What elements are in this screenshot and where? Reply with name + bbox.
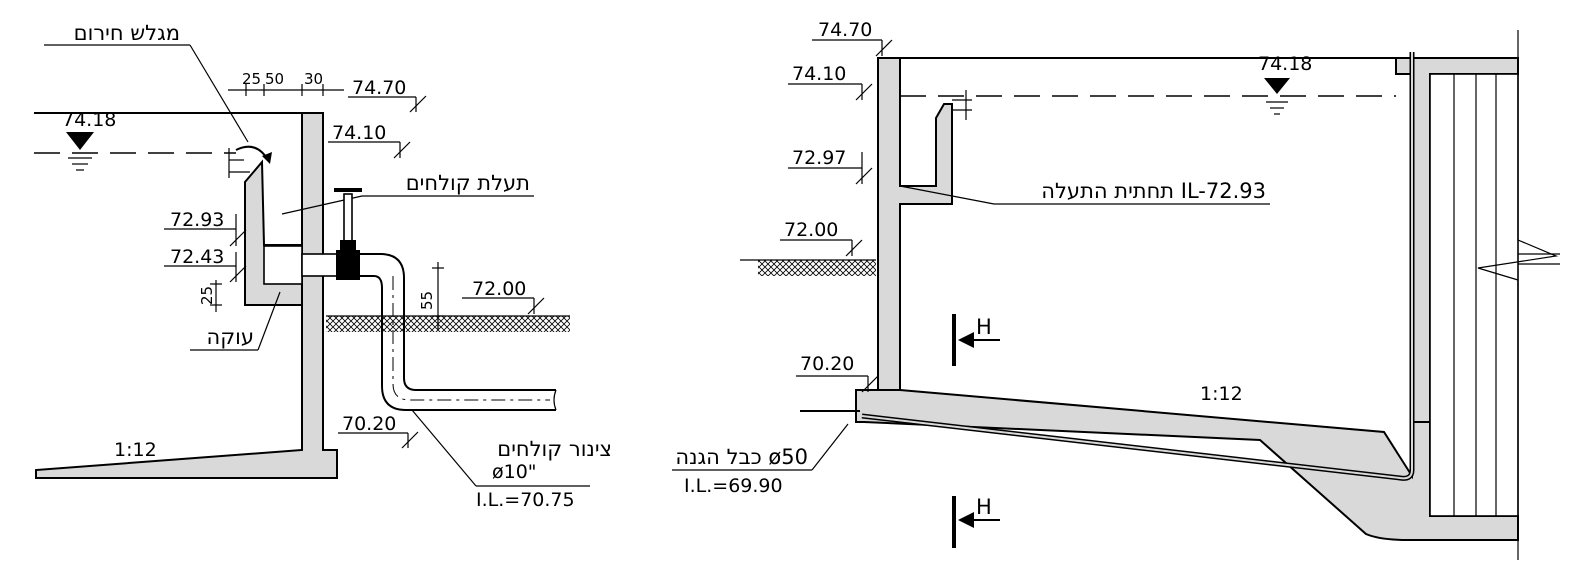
dim-30: 30 (304, 70, 323, 88)
pipe-label: צינור קולחים (497, 437, 612, 461)
dim-55: 55 (418, 291, 436, 310)
outlet-pipe-inner (360, 275, 556, 411)
left-water-level: 74.18 (62, 109, 116, 131)
valve-body-icon (336, 250, 360, 280)
dim-sump-25: 25 (198, 286, 216, 305)
left-level-7470: 74.70 (352, 77, 406, 99)
pipe-invert: I.L.=70.75 (476, 489, 575, 511)
left-level-7243: 72.43 (170, 246, 224, 268)
left-level-7200: 72.00 (472, 278, 526, 300)
break-line (1477, 30, 1559, 560)
section-mark-upper: H (952, 314, 1000, 366)
overflow-arrow-icon (235, 145, 269, 161)
channel-label: תעלת קולחים (406, 171, 530, 195)
dim-50: 50 (265, 70, 284, 88)
valve-stem (343, 193, 353, 243)
pipe-diameter: ø10" (492, 461, 537, 483)
channel-bottom-label: תחתית התעלה IL-72.93 (1041, 179, 1266, 203)
section-label-upper: H (976, 315, 992, 339)
right-water-level: 74.18 (1258, 53, 1312, 75)
left-level-7293: 72.93 (170, 209, 224, 231)
right-level-7297: 72.97 (792, 147, 846, 169)
left-wall (35, 112, 338, 479)
water-level-icon (66, 132, 94, 150)
left-ground-hatch (326, 316, 570, 332)
right-water-level-icon (1264, 78, 1290, 94)
right-level-7200: 72.00 (784, 219, 838, 241)
cable-label: כבל הגנה ø50 (675, 445, 808, 469)
cable-invert: I.L.=69.90 (684, 475, 783, 497)
right-detail: 74.18 74.70 74.10 72.97 72.00 תחתית התעל… (672, 19, 1560, 560)
section-arrow-icon (958, 512, 974, 528)
section-mark-lower: H (952, 495, 1000, 548)
section-label-lower: H (976, 495, 992, 519)
left-level-7410: 74.10 (332, 122, 386, 144)
section-arrow-icon (958, 332, 974, 348)
left-detail: 74.18 מגלש חירום 25 50 30 74.70 74.10 (34, 21, 612, 511)
right-slope-label: 1:12 (1200, 383, 1243, 405)
sump-label: עוקה (207, 325, 255, 349)
right-panel (1429, 73, 1519, 517)
right-ground-hatch (758, 260, 876, 276)
left-level-7020: 70.20 (342, 413, 396, 435)
right-level-7470: 74.70 (818, 19, 872, 41)
right-level-7020: 70.20 (800, 353, 854, 375)
channel-void (263, 245, 303, 285)
overflow-label: מגלש חירום (74, 21, 180, 45)
dim-25: 25 (242, 70, 261, 88)
right-level-7410: 74.10 (792, 63, 846, 85)
left-slope-label: 1:12 (114, 439, 157, 461)
right-wall (877, 57, 953, 391)
